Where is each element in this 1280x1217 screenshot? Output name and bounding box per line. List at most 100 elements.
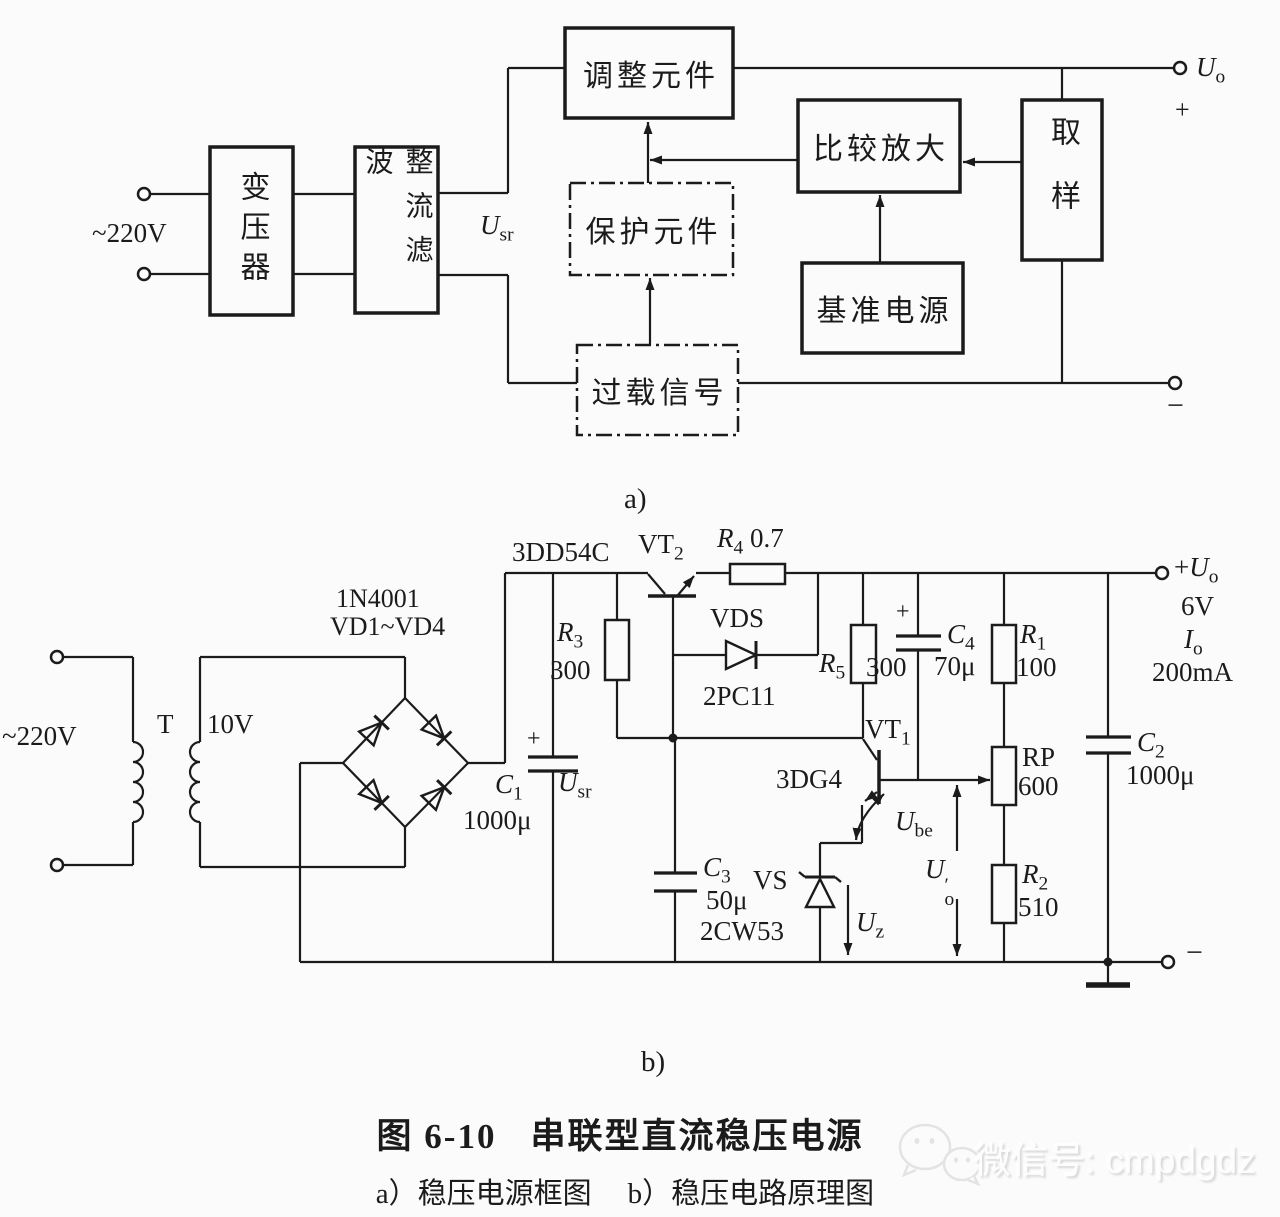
ac-terminal-bottom-b — [49, 857, 65, 873]
block-diagram-a — [136, 26, 1188, 437]
circuit-wires — [63, 571, 1162, 964]
r1-name-label: R1 — [1020, 619, 1047, 655]
ube-label: Ube — [895, 806, 933, 842]
ac-terminal-top-b — [49, 649, 65, 665]
output-terminal-plus-a — [1172, 60, 1188, 76]
sampling-box — [1020, 98, 1104, 262]
reference-source-box-label: 基准电源 — [816, 295, 953, 328]
output-voltage-name-label: +Uo — [1174, 552, 1219, 588]
c1-value-label: 1000μ — [463, 805, 532, 835]
ac-input-terminal-bottom — [136, 266, 152, 282]
resistor-r4 — [728, 562, 787, 586]
output-current-name-label: Io — [1184, 624, 1203, 660]
uz-label: Uz — [856, 907, 885, 943]
c1-polarity-label: + — [527, 726, 541, 752]
vt2-name-label: VT2 — [638, 529, 684, 565]
output-terminal-plus-b — [1154, 565, 1170, 581]
r4-label: R4 0.7 — [717, 523, 784, 559]
c1-name-label: C1 — [495, 769, 523, 805]
c2-value-label: 1000μ — [1126, 760, 1195, 790]
regulator-box — [563, 26, 735, 120]
protection-box — [568, 181, 735, 277]
bridge-diode-4 — [419, 779, 453, 813]
resistor-r3 — [603, 618, 631, 682]
usr-label-b: Usr — [558, 767, 592, 803]
r5-value-label: 300 — [866, 652, 907, 682]
vt1-name-label: VT1 — [865, 714, 911, 750]
watermark-text: 微信号: cmpdgdz — [974, 1140, 1256, 1181]
r1-value-label: 100 — [1016, 652, 1057, 682]
uo-label-a: Uo — [1196, 52, 1226, 88]
usr-label-a: Usr — [480, 210, 514, 246]
potentiometer-rp — [990, 745, 1018, 807]
vds-name-label: VDS — [710, 603, 765, 633]
r2-name-label: R2 — [1022, 859, 1049, 895]
section-label-b: b) — [641, 1046, 666, 1078]
r2-value-label: 510 — [1018, 892, 1059, 922]
reference-source-box — [800, 261, 965, 355]
measurement-arrows — [843, 775, 990, 956]
figure-title: 串联型直流稳压电源 — [530, 1117, 864, 1156]
c3-name-label: C3 — [703, 852, 731, 888]
rp-name-label: RP — [1022, 742, 1056, 772]
compare-amplify-box-label: 比较放大 — [813, 133, 949, 166]
circuit-diagram-b — [49, 562, 1176, 988]
block-signal-arrows — [643, 122, 1022, 345]
transformer-box — [208, 145, 295, 317]
bridge-diode-3 — [356, 777, 390, 811]
bridge-diode-2 — [419, 713, 453, 747]
protection-box-label: 保护元件 — [585, 216, 722, 249]
ground-symbol — [1086, 962, 1130, 988]
resistor-r2 — [990, 863, 1018, 925]
subcaption-a: a）稳压电源框图 — [375, 1178, 592, 1210]
vs-name-label: VS — [753, 865, 788, 895]
vt1-type-label: 3DG4 — [776, 764, 842, 794]
rectifier-filter-box-label: 整流滤波 — [361, 147, 433, 279]
figure-number: 图 6-10 — [376, 1117, 497, 1156]
minus-label-b: − — [1186, 936, 1203, 969]
output-terminal-minus-b — [1160, 954, 1176, 970]
output-current-value-label: 200mA — [1152, 657, 1233, 687]
figure-caption: 图 6-10 串联型直流稳压电源 — [377, 1108, 864, 1159]
subcaption-b: b）稳压电路原理图 — [627, 1178, 875, 1210]
transformer-box-label: 变压器 — [235, 171, 269, 291]
junction-dot-base — [668, 733, 678, 743]
transformer-name: T — [157, 709, 174, 739]
ac-input-terminal-top — [136, 186, 152, 202]
overload-signal-box — [575, 343, 740, 437]
ac-input-label-b: ~220V — [2, 721, 77, 751]
bridge-diodes-label: VD1~VD4 — [330, 612, 446, 641]
vt2-type-label: 3DD54C — [512, 537, 610, 567]
c4-name-label: C4 — [947, 619, 975, 655]
transistor-vt1 — [862, 738, 881, 804]
capacitor-c1 — [528, 755, 578, 773]
block-wires — [150, 66, 1174, 385]
diode-vds — [724, 639, 759, 671]
rp-value-label: 600 — [1018, 771, 1059, 801]
regulator-box-label: 调整元件 — [583, 60, 719, 93]
capacitor-c2 — [1086, 735, 1131, 755]
uo-prime-label: U′o — [925, 854, 955, 911]
transformer-symbol — [132, 740, 201, 824]
ube-arrow — [852, 793, 885, 841]
bridge-rectifier — [342, 697, 469, 828]
vs-type-label: 2CW53 — [700, 916, 784, 946]
r3-name-label: R3 — [557, 617, 584, 653]
bridge-type-label: 1N4001 — [336, 584, 420, 613]
r3-value-label: 300 — [550, 655, 591, 685]
resistor-r1 — [990, 623, 1018, 685]
capacitor-c4 — [896, 634, 941, 652]
c2-name-label: C2 — [1137, 727, 1165, 763]
c4-value-label: 70μ — [934, 651, 976, 681]
minus-label-a: − — [1167, 389, 1184, 422]
output-terminal-minus-a — [1167, 375, 1183, 391]
secondary-voltage: 10V — [207, 709, 254, 739]
rectifier-filter-box — [353, 145, 440, 315]
bridge-diode-1 — [356, 714, 390, 748]
c4-polarity-label: + — [896, 599, 910, 625]
compare-amplify-box — [796, 98, 962, 194]
r5-name-label: R5 — [819, 648, 846, 684]
sampling-box-label: 取样 — [1046, 116, 1079, 244]
vds-type-label: 2PC11 — [703, 681, 776, 711]
